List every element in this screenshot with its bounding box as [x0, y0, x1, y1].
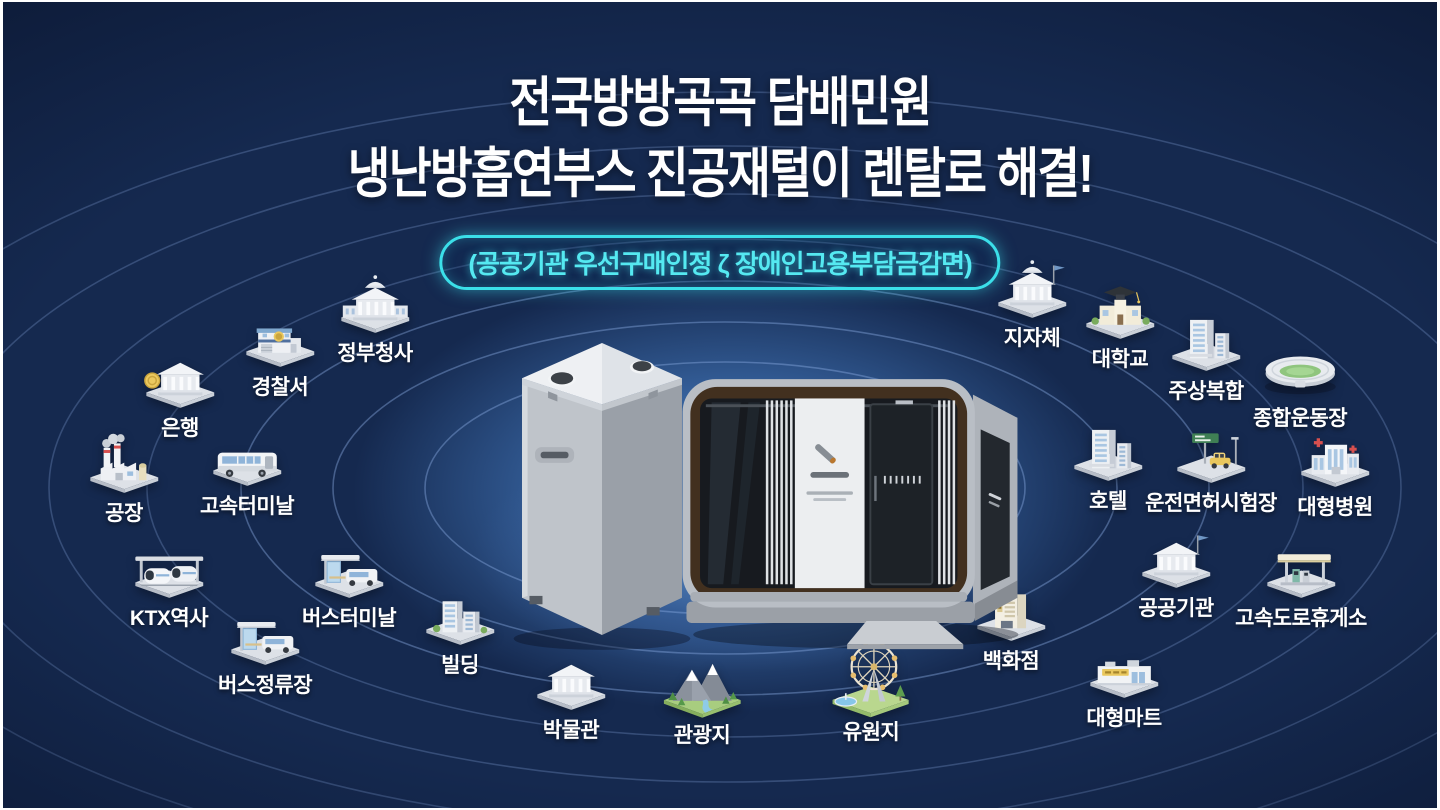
smoking-booth-image: [675, 352, 1027, 652]
location-general-hospital: 대형병원: [1255, 430, 1415, 520]
location-sports-stadium: 종합운동장: [1220, 341, 1380, 431]
driving-test-center-icon: [1167, 426, 1256, 488]
poster-title: 전국방방곡곡 담배민원 냉난방흡연부스 진공재털이 렌탈로 해결!: [103, 68, 1336, 211]
office-building-icon: [416, 588, 505, 650]
certification-badge: (공공기관 우선구매인정 ζ 장애인고용부담금감면): [439, 235, 1001, 290]
location-amusement-park: 유원지: [791, 643, 951, 745]
location-label: 종합운동장: [1252, 407, 1348, 430]
location-label: 호텔: [1089, 490, 1127, 513]
location-label: 관광지: [673, 724, 731, 747]
location-label: 경찰서: [251, 376, 309, 399]
tourist-site-icon: [658, 658, 747, 720]
express-bus-terminal-icon: [203, 429, 292, 491]
vacuum-ashtray-image: [509, 330, 695, 660]
bank-icon: [136, 351, 225, 413]
location-hypermarket: 대형마트: [1044, 641, 1204, 731]
location-label: 박물관: [542, 719, 600, 742]
location-label: 고속도로휴게소: [1235, 607, 1367, 630]
bus-stop-icon: [221, 608, 310, 670]
hypermarket-icon: [1080, 641, 1169, 703]
location-label: 고속터미날: [199, 495, 295, 518]
location-express-bus-terminal: 고속터미날: [167, 429, 327, 519]
public-institution-icon: [1132, 531, 1221, 593]
general-hospital-icon: [1291, 430, 1380, 492]
ktx-station-icon: [125, 541, 214, 603]
location-label: 유원지: [842, 721, 900, 744]
location-label: 대형마트: [1086, 707, 1162, 730]
poster-canvas: 전국방방곡곡 담배민원 냉난방흡연부스 진공재털이 렌탈로 해결! (공공기관 …: [3, 2, 1437, 808]
location-label: 공장: [105, 502, 143, 525]
amusement-park-icon: [821, 643, 920, 718]
museum-icon: [527, 653, 616, 715]
location-label: 대형병원: [1297, 496, 1373, 519]
location-bank: 은행: [100, 351, 260, 441]
location-label: 공공기관: [1138, 597, 1214, 620]
title-line-1: 전국방방곡곡 담배민원: [509, 73, 932, 133]
location-label: 빌딩: [441, 654, 479, 677]
location-label: 백화점: [982, 650, 1040, 673]
location-tourist-site: 관광지: [622, 658, 782, 748]
sports-stadium-icon: [1256, 341, 1345, 403]
location-highway-rest-area: 고속도로휴게소: [1221, 541, 1381, 631]
location-label: 버스정류장: [217, 674, 313, 697]
location-bus-stop: 버스정류장: [185, 608, 345, 698]
highway-rest-area-icon: [1257, 541, 1346, 603]
title-line-2: 냉난방흡연부스 진공재털이 렌탈로 해결!: [347, 144, 1094, 205]
factory-icon: [80, 433, 169, 498]
